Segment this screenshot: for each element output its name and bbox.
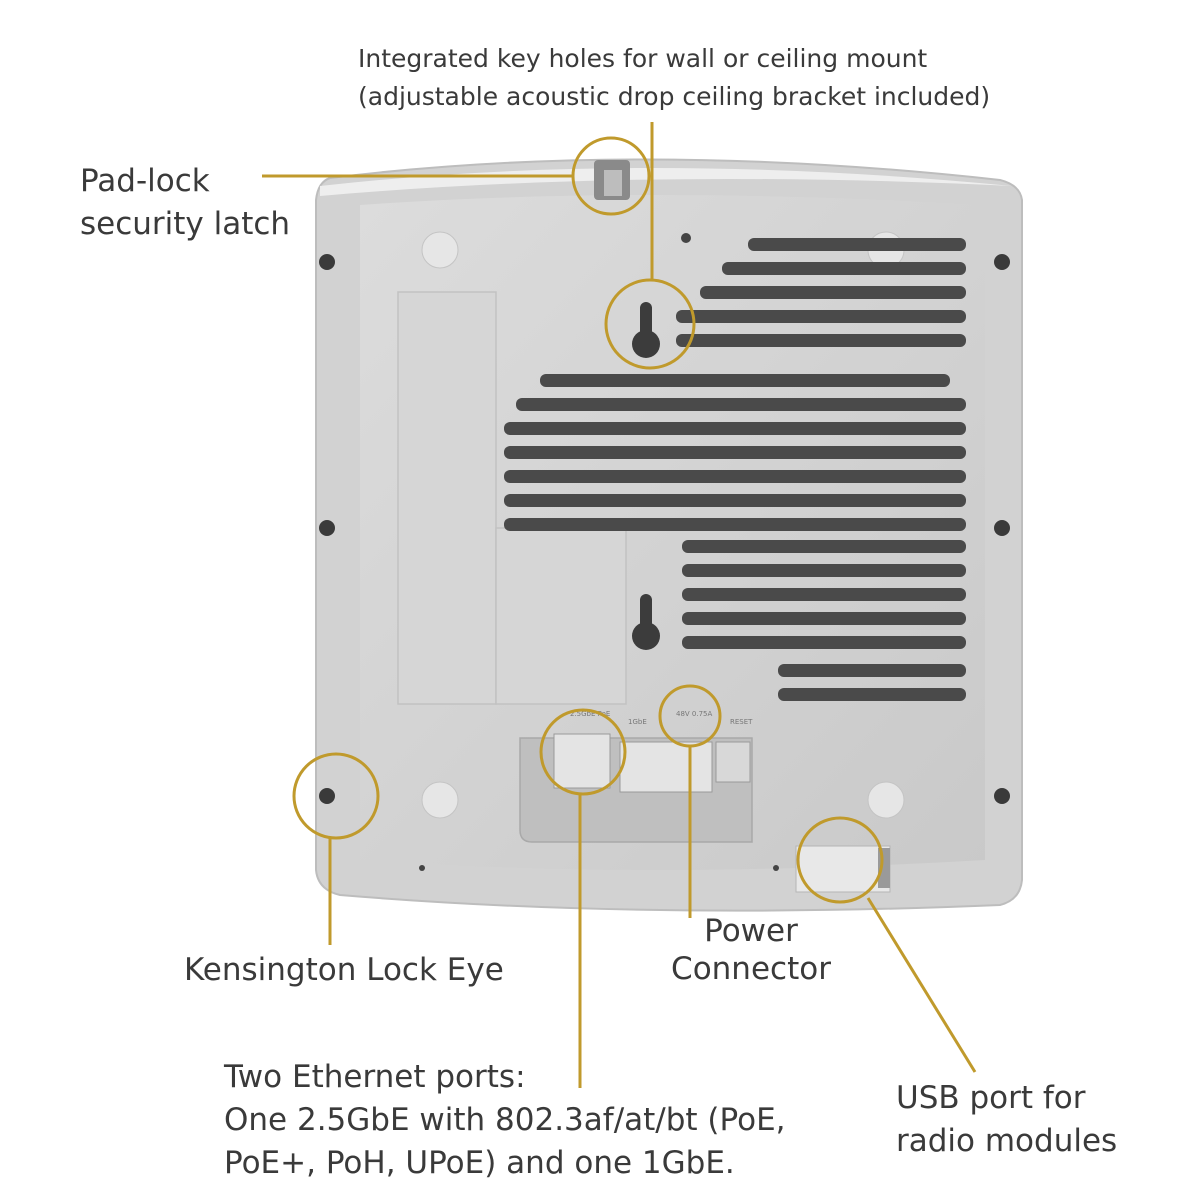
vent-slat [778,664,966,677]
screw-left-top [319,254,335,270]
port-label-power: 48V 0.75A [676,710,713,718]
vent-slat [748,238,966,251]
callout-kensington: Kensington Lock Eye [184,950,504,990]
callout-padlock: Pad-lock security latch [80,160,290,246]
screw-left-mid [319,520,335,536]
padlock-latch-slot [604,170,622,196]
vent-slat [516,398,966,411]
label-recess [398,292,496,704]
callout-ethernet-line1: Two Ethernet ports: [224,1056,786,1099]
vent-slat [540,374,950,387]
vent-slat [676,310,966,323]
label-recess-lower [496,528,626,704]
led-dot-1 [419,865,425,871]
vent-slat [504,446,966,459]
callout-power-line1: Power [666,912,836,950]
screw-right-mid [994,520,1010,536]
port-label-1gbe: 1GbE [628,718,647,726]
callout-power-line2: Connector [666,950,836,988]
usb-slot [796,846,890,892]
callout-keyholes-line1: Integrated key holes for wall or ceiling… [358,40,990,78]
callout-padlock-line1: Pad-lock [80,160,290,203]
callout-usb: USB port for radio modules [896,1077,1117,1163]
callout-ethernet: Two Ethernet ports: One 2.5GbE with 802.… [224,1056,786,1185]
callout-kensington-line1: Kensington Lock Eye [184,950,504,990]
screw-right-bottom [994,788,1010,804]
ethernet-port-1gbe [620,742,712,792]
screw-right-top [994,254,1010,270]
vent-slat [682,564,966,577]
vent-slat [682,540,966,553]
foot-top-left [422,232,458,268]
callout-keyholes: Integrated key holes for wall or ceiling… [358,40,990,116]
vent-slat [676,334,966,347]
vent-slat [504,518,966,531]
vent-slat [504,470,966,483]
port-label-reset: RESET [730,718,753,726]
screw-left-bottom [319,788,335,804]
vent-slat [504,494,966,507]
callout-usb-line1: USB port for [896,1077,1117,1120]
leader-usb [868,898,975,1072]
callout-usb-line2: radio modules [896,1120,1117,1163]
vent-slat [700,286,966,299]
callout-ethernet-line2: One 2.5GbE with 802.3af/at/bt (PoE, [224,1099,786,1142]
vent-slat [682,636,966,649]
small-hole [681,233,691,243]
callout-keyholes-line2: (adjustable acoustic drop ceiling bracke… [358,78,990,116]
ethernet-port-2-5gbe [554,734,610,788]
vent-slat [682,588,966,601]
callout-padlock-line2: security latch [80,203,290,246]
vent-slat [778,688,966,701]
callout-power: Power Connector [666,912,836,988]
vent-slat [504,422,966,435]
power-connector [716,742,750,782]
foot-bottom-right [868,782,904,818]
foot-bottom-left [422,782,458,818]
vent-slat [722,262,966,275]
callout-ethernet-line3: PoE+, PoH, UPoE) and one 1GbE. [224,1142,786,1185]
led-dot-2 [773,865,779,871]
vent-slat [682,612,966,625]
